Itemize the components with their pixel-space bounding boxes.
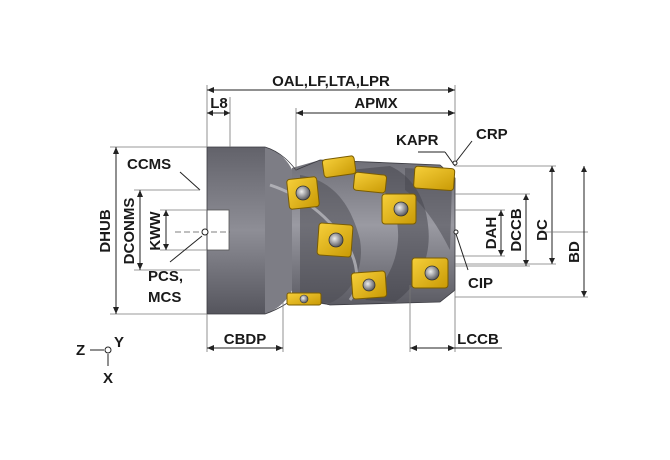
screw-icon (328, 232, 344, 248)
screw-icon (295, 185, 311, 201)
label-l8: L8 (210, 95, 228, 112)
label-cbdp: CBDP (224, 331, 267, 348)
label-bd: BD (566, 241, 583, 263)
label-dhub: DHUB (97, 209, 114, 252)
dimension-labels: OAL,LF,LTA,LPR L8 APMX KAPR CRP CCMS DHU… (76, 73, 583, 387)
label-dconms: DCONMS (121, 198, 138, 265)
body-neck (265, 147, 296, 314)
label-axis-z: Z (76, 342, 85, 359)
label-pcs: PCS, (148, 268, 183, 285)
insert (381, 193, 417, 225)
label-crp: CRP (476, 126, 508, 143)
insert (352, 171, 388, 194)
label-axis-x: X (103, 370, 113, 387)
insert (413, 165, 456, 192)
label-cip: CIP (468, 275, 493, 292)
screw-icon (424, 265, 440, 281)
label-dccb: DCCB (508, 208, 525, 251)
insert (286, 292, 322, 306)
label-oal: OAL,LF,LTA,LPR (272, 73, 390, 90)
keyway-slot (206, 209, 230, 251)
label-dah: DAH (483, 217, 500, 250)
insert (350, 270, 388, 300)
screw-icon (393, 201, 409, 217)
inserts (286, 155, 456, 306)
label-kapr: KAPR (396, 132, 439, 149)
label-lccb: LCCB (457, 331, 499, 348)
insert (316, 222, 354, 258)
label-apmx: APMX (354, 95, 397, 112)
label-axis-y: Y (114, 334, 124, 351)
label-ccms: CCMS (127, 156, 171, 173)
label-mcs: MCS (148, 289, 181, 306)
insert (286, 176, 320, 210)
label-kww: KWW (147, 211, 164, 251)
screw-icon (362, 278, 376, 292)
label-dc: DC (534, 219, 551, 241)
insert (411, 257, 449, 289)
insert (321, 155, 357, 178)
dimension-lines (90, 85, 588, 366)
screw-icon (299, 294, 309, 304)
